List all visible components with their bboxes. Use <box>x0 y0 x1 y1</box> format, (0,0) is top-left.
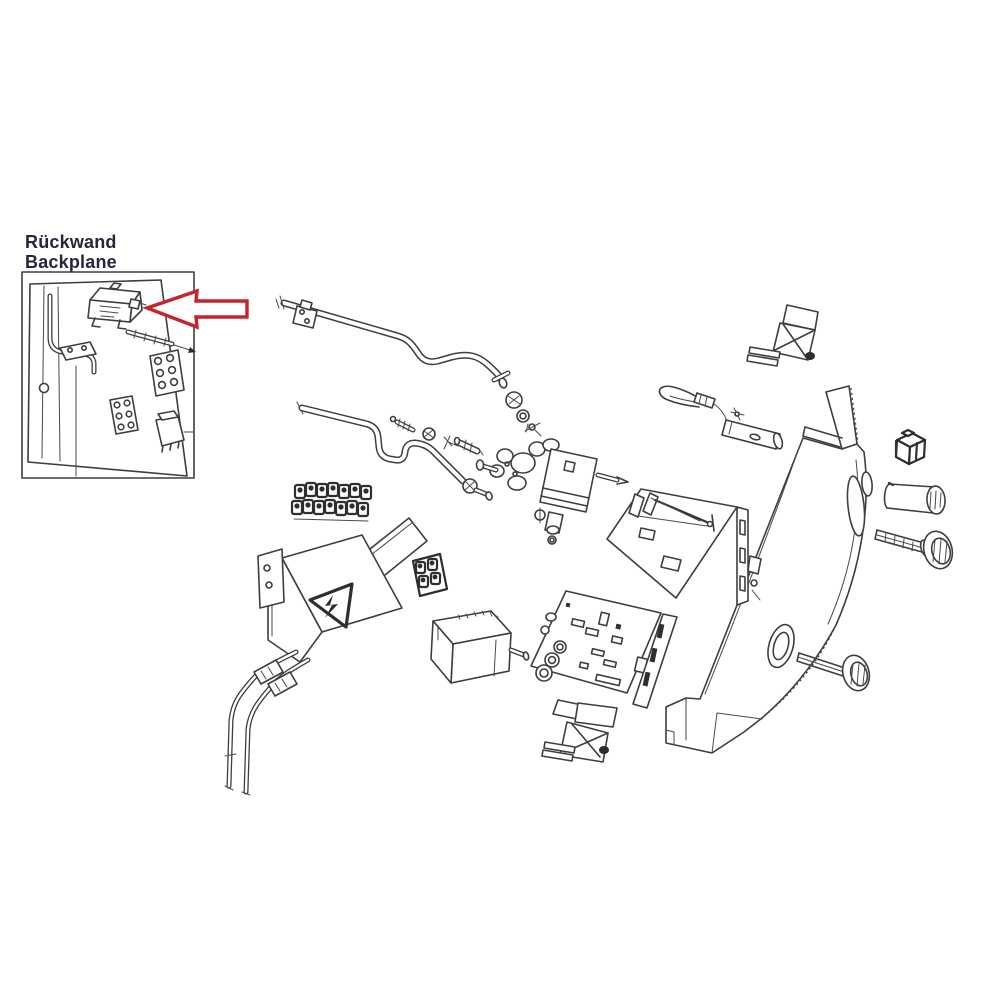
backplane-inset: Rückwand Backplane <box>21 232 196 479</box>
spark-plug-connector <box>721 407 784 450</box>
knob-screw-upper <box>874 529 954 570</box>
cable-ferrule <box>267 671 298 697</box>
control-panel-fascia <box>665 385 873 754</box>
terminal-block-4 <box>411 552 449 598</box>
inset-pressure-switch <box>87 282 147 330</box>
pipe-end-fitting <box>462 478 493 501</box>
cylinder-sleeve <box>883 481 946 515</box>
lower-gas-pipe <box>296 401 493 501</box>
upper-gas-pipe <box>275 295 508 389</box>
mounting-clip-lower <box>541 702 618 763</box>
terminal-strip-14 <box>290 481 373 522</box>
transformer <box>430 610 530 684</box>
inset-terminal-block-a <box>149 349 185 397</box>
pcb-side-wall <box>632 613 678 709</box>
inset-pipe <box>38 293 97 477</box>
pipe-fasteners <box>491 370 542 437</box>
inset-title-en: Backplane <box>25 252 117 272</box>
knob-hole-ring <box>767 623 795 669</box>
backplane-panel <box>27 279 188 477</box>
pipe-clamp-bracket <box>292 299 318 329</box>
pointer-arrow <box>141 288 249 330</box>
burner-lever <box>628 492 715 532</box>
cable-pair <box>224 649 311 796</box>
inset-title-de: Rückwand <box>25 232 117 252</box>
panel-foot <box>665 697 763 754</box>
control-pcb <box>530 590 678 725</box>
valve-foot <box>534 507 564 545</box>
switch-block <box>894 428 927 466</box>
mounting-clip-upper <box>746 304 819 367</box>
inset-terminal-block-b <box>109 395 139 435</box>
inset-screw-rod <box>125 329 196 353</box>
pcb-components <box>535 602 649 687</box>
plate-flange <box>736 506 762 606</box>
cable-ferrule <box>253 659 284 685</box>
high-voltage-warning-icon <box>308 582 354 629</box>
ignition-cable <box>658 385 784 450</box>
gas-valve-assembly <box>475 438 629 545</box>
valve-mounting-plate <box>606 488 762 606</box>
knob-screw-lower <box>796 652 871 692</box>
cover-side-tab <box>257 548 285 609</box>
injector-fittings <box>389 415 484 456</box>
pipe-clamp <box>59 341 97 361</box>
inset-relay <box>155 410 194 453</box>
terminal-cover-warning <box>257 517 428 663</box>
